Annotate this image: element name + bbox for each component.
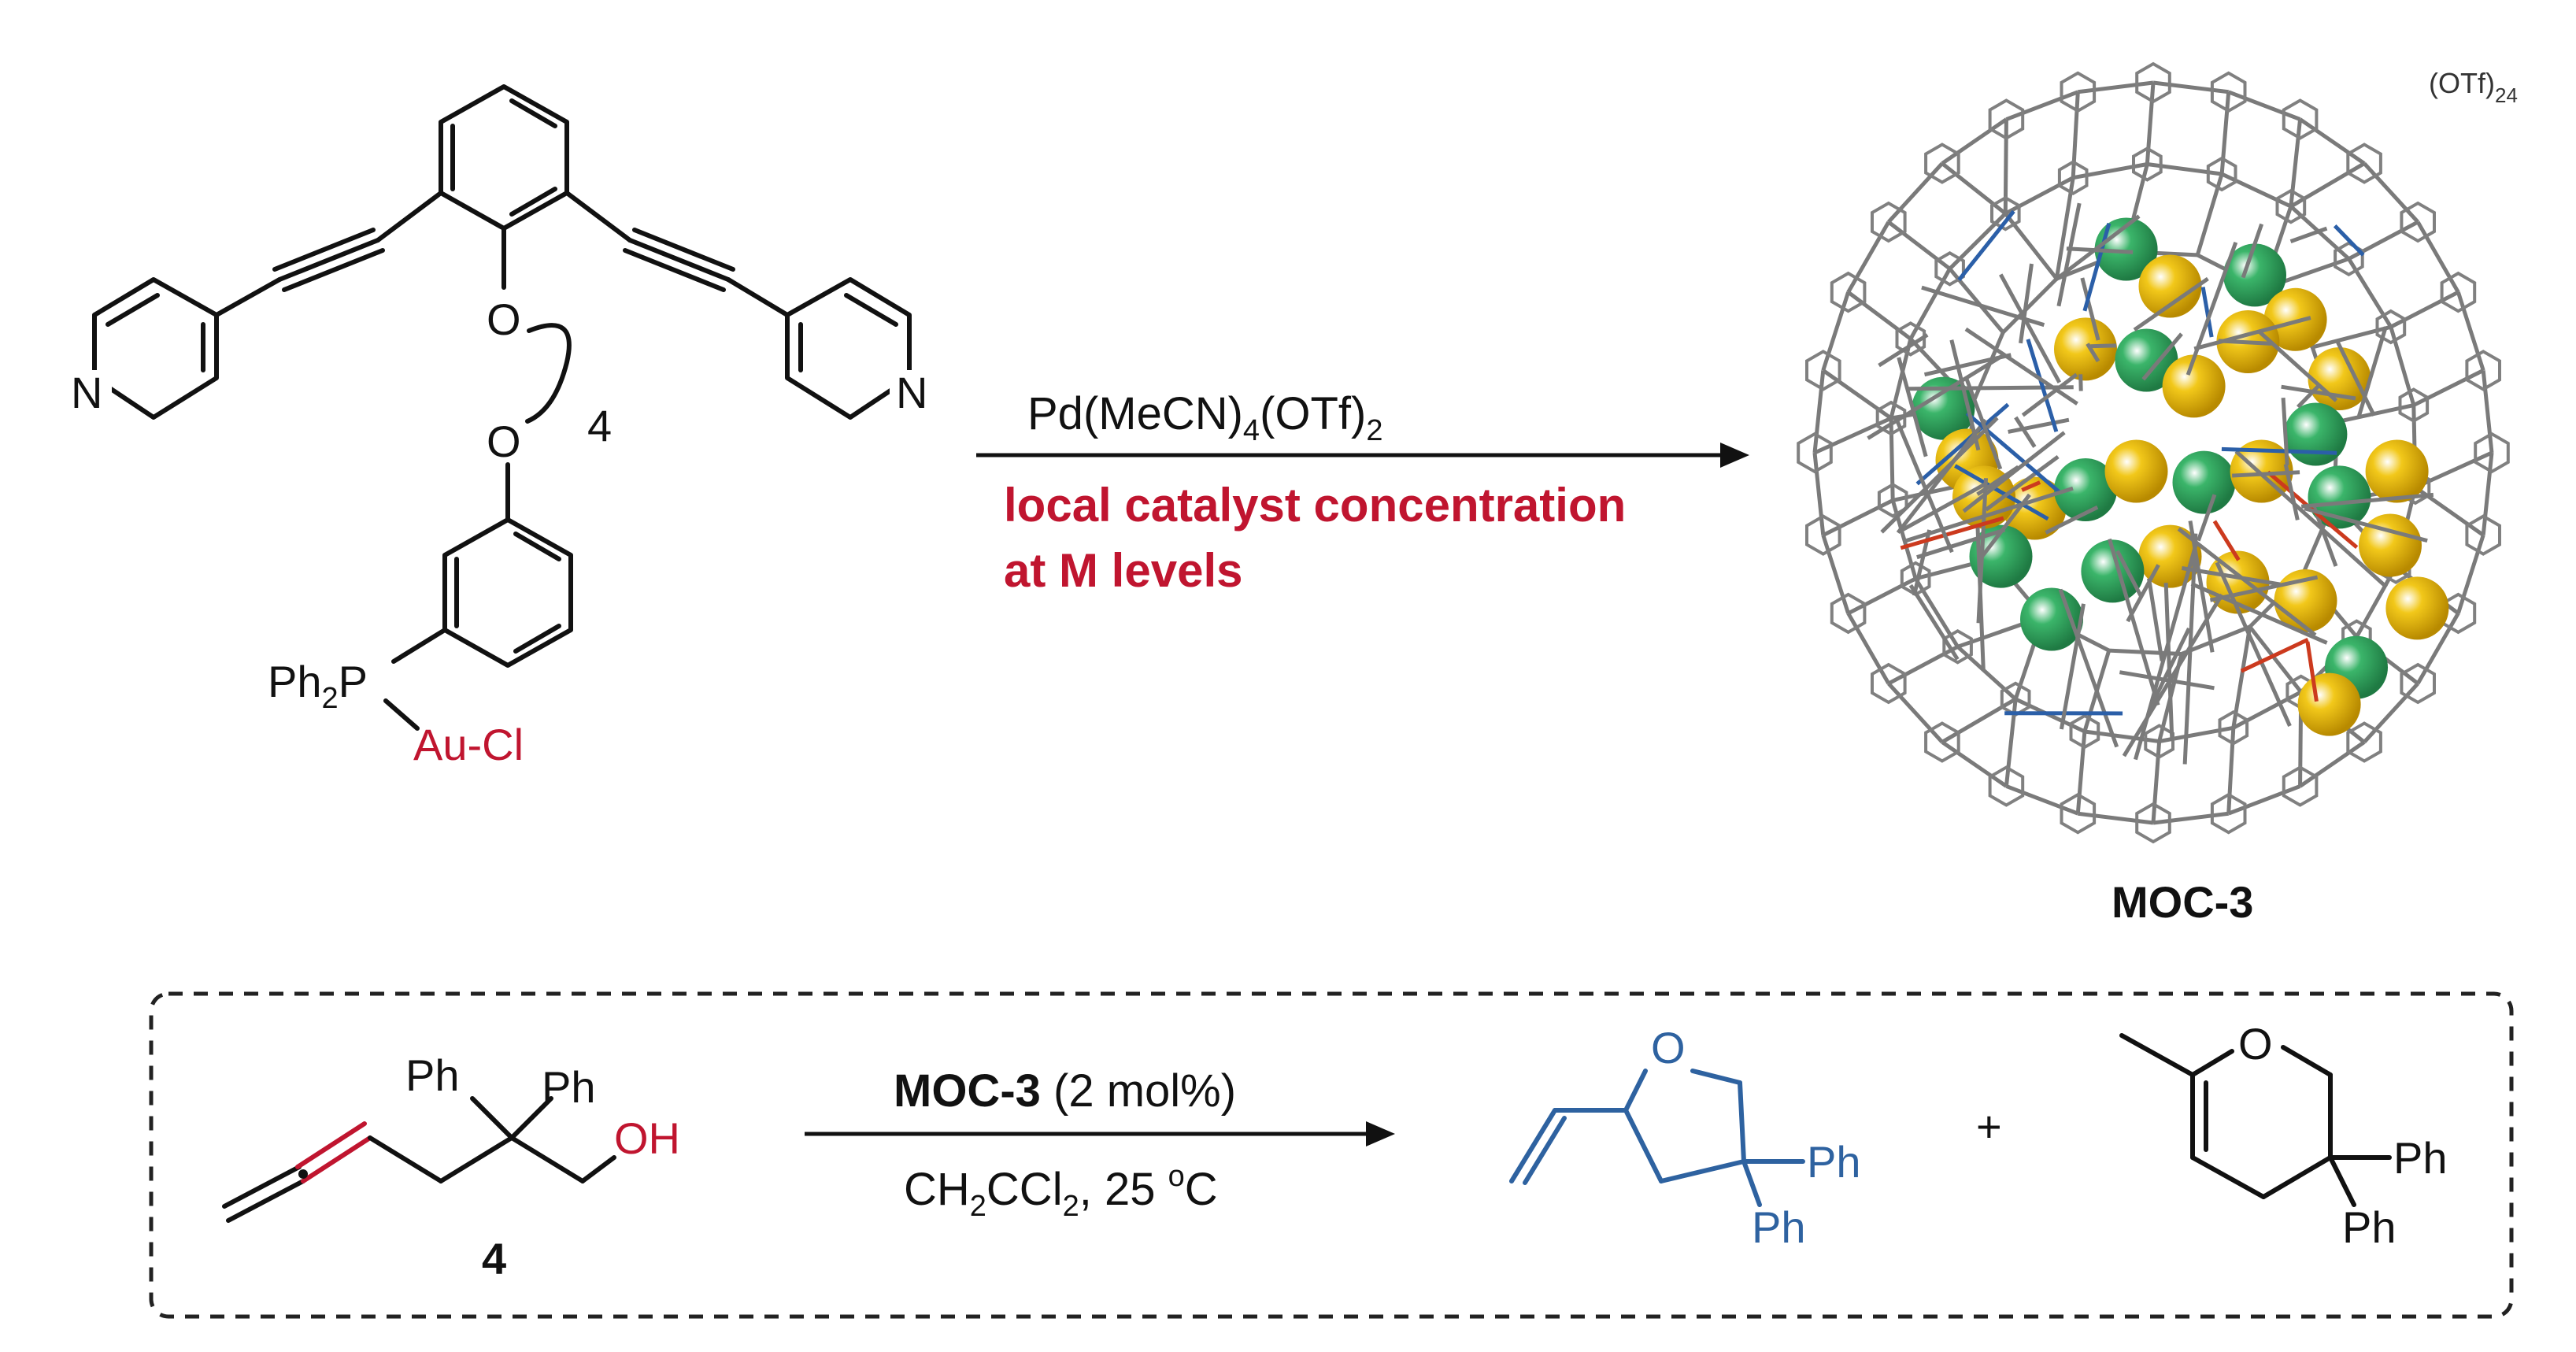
gold-sphere-icon [2263,287,2327,351]
gold-sphere-icon [2054,317,2117,381]
chlorine-sphere-icon [2020,587,2083,651]
gold-sphere-icon [2138,254,2202,318]
substrate-label: 4 [482,1234,506,1283]
counterion-label: (OTf)24 [2429,67,2518,107]
left-alkyne [376,191,443,243]
gold-sphere-icon [2003,476,2067,540]
gold-sphere-icon [2365,439,2429,503]
bottom-reaction-arrow: MOC-3 (2 mol%) CH2CCl2, 25 oC [805,1065,1395,1223]
moc-3-cage-model: (OTf)24 MOC-3 [1797,61,2518,927]
gold-sphere-icon [2385,576,2449,640]
diphenylphosphine-group: Ph2P [268,657,368,715]
chlorine-sphere-icon [2284,402,2348,466]
chlorine-sphere-icon [2094,217,2158,281]
condition-line-2: at M levels [1004,544,1243,597]
product-a-oxygen: O [1651,1023,1686,1072]
cage-inner-links [1867,202,2434,765]
ether-oxygen-lower: O [487,417,521,466]
right-pyridine-nitrogen: N [896,368,927,417]
left-pyridine-ring [92,277,219,420]
product-a-phenyl-b: Ph [1752,1202,1806,1252]
chlorine-sphere-icon [1969,524,2033,588]
product-b-phenyl-b: Ph [2342,1202,2396,1252]
chlorine-sphere-icon [2172,450,2236,514]
product-a-phenyl-a: Ph [1807,1137,1861,1187]
arrowhead-icon [1366,1121,1395,1146]
chlorine-sphere-icon [1912,376,1975,440]
cage-guest-spheres [1912,217,2449,736]
gold-sphere-icon [2297,672,2361,736]
cage-label: MOC-3 [2112,877,2253,927]
central-benzene-ring [439,84,569,231]
gold-chloride-group: Au-Cl [413,720,524,769]
bottom-reaction-panel: Ph Ph OH 4 MOC-3 (2 mol%) CH2CCl2, 25 oC… [149,991,2514,1319]
substrate-hydroxyl: OH [614,1113,680,1163]
gold-sphere-icon [2308,347,2371,410]
chlorine-sphere-icon [2054,458,2117,521]
substrate-4: Ph Ph OH 4 [222,1050,680,1283]
arrowhead-icon [1720,443,1749,468]
condition-line-1: local catalyst concentration [1004,479,1626,532]
substrate-phenyl-b: Ph [542,1062,596,1112]
reaction-conditions: CH2CCl2, 25 oC [904,1160,1218,1223]
chlorine-sphere-icon [2081,539,2145,603]
ligand-structure: N N O 4 O Ph2P Au-Cl [65,84,937,769]
product-tetrahydrofuran: O Ph Ph [1509,1023,1861,1252]
product-b-oxygen: O [2238,1019,2273,1069]
catalyst-loading: MOC-3 (2 mol%) [894,1065,1236,1117]
chlorine-sphere-icon [2223,243,2286,307]
ether-oxygen-upper: O [487,294,521,344]
gold-sphere-icon [2359,513,2422,577]
gold-sphere-icon [2162,354,2226,418]
left-pyridine-nitrogen: N [71,368,102,417]
product-dihydropyran: O Ph Ph [2119,1019,2448,1252]
top-reaction-arrow: Pd(MeCN)4(OTf)2 local catalyst concentra… [976,388,1749,597]
gold-sphere-icon [2104,439,2168,503]
palladium-reagent: Pd(MeCN)4(OTf)2 [1027,388,1383,447]
dashed-frame [149,991,2514,1319]
chain-repeat-count: 4 [587,401,612,450]
right-alkyne [564,191,632,243]
product-b-phenyl-a: Ph [2393,1133,2448,1183]
lower-phenyl-ring [442,517,573,668]
chlorine-sphere-icon [2115,328,2178,392]
plus-sign: + [1976,1102,2002,1151]
substrate-phenyl-a: Ph [405,1050,460,1100]
alkyl-chain-bracket [525,323,572,424]
